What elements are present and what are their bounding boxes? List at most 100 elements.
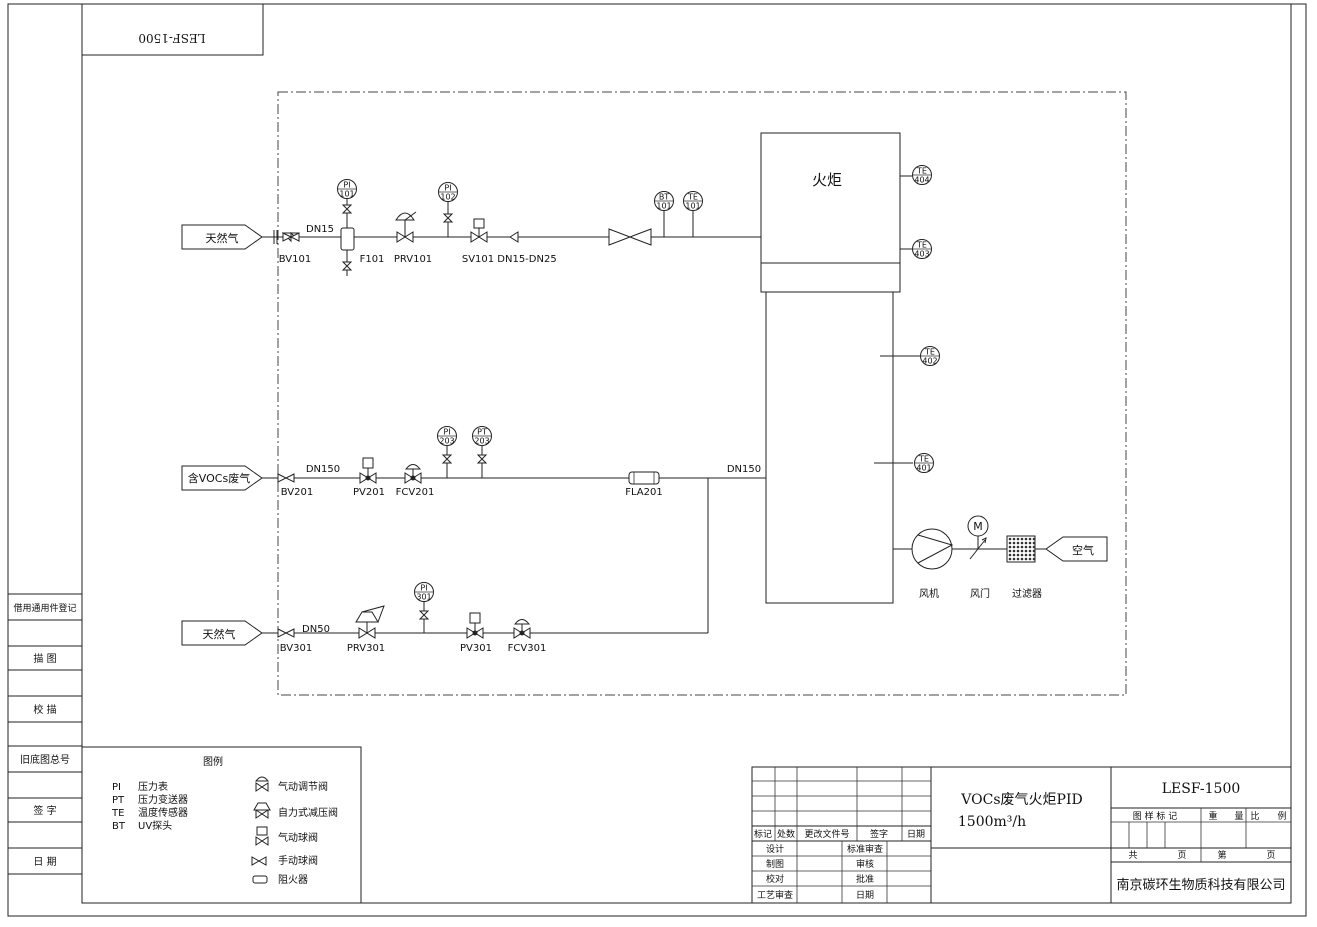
title-line2: 1500m³/h [958, 814, 1026, 830]
tb-standard-review: 标准审查 [847, 843, 883, 855]
damper-label: 风门 [970, 587, 990, 600]
tag-sv101: SV101 [462, 254, 494, 265]
instrument-number: 402 [922, 357, 937, 366]
instrument-number: 401 [916, 464, 931, 473]
svg-text:空气: 空气 [1072, 543, 1094, 557]
meta-scale-1: 比 [1250, 810, 1259, 822]
legend-sym-1: 气动调节阀 [278, 780, 328, 793]
flange-bv101 [273, 230, 278, 244]
tag-prv301: PRV301 [347, 643, 385, 654]
instrument-number: 203 [439, 437, 454, 446]
meta-weight-2: 量 [1234, 811, 1243, 822]
sheet-total-unit: 页 [1177, 850, 1186, 861]
tag-f101: F101 [360, 254, 385, 265]
valve-pv301 [466, 612, 484, 639]
tag-bv301: BV301 [280, 643, 312, 654]
legend-box [81, 746, 362, 904]
left-label-row5: 签 字 [33, 804, 56, 817]
instrument-number: 102 [440, 193, 455, 202]
instrument-taps-line1 [341, 198, 694, 237]
valve-prv101 [395, 211, 417, 243]
pipe-size-reducer: DN15-DN25 [497, 254, 556, 265]
legend-code: BT [112, 821, 126, 832]
source-vocs-gas: 含VOCs废气 [181, 465, 263, 491]
damper-symbol [967, 515, 989, 560]
legend-title: 图例 [203, 755, 223, 768]
legend-symbols [251, 776, 271, 884]
sheet-no-unit: 页 [1266, 850, 1275, 861]
pipe-size-dn150-header: DN150 [727, 464, 761, 475]
valve-prv301 [355, 605, 385, 639]
meta-weight-1: 重 [1208, 810, 1217, 822]
tag-fcv301: FCV301 [508, 643, 547, 654]
rev-header-mark: 标记 [754, 828, 772, 840]
left-label-row4: 旧底图总号 [20, 753, 70, 766]
valve-fcv301 [513, 619, 531, 639]
pipe-size-dn15: DN15 [306, 224, 334, 235]
legend-code: PI [112, 782, 121, 793]
left-side-column [8, 593, 82, 875]
te-stems [874, 175, 921, 464]
rev-header-docno: 更改文件号 [804, 828, 849, 840]
tag-fla201: FLA201 [625, 487, 662, 498]
venturi-mixer [608, 228, 652, 246]
drawing-frame [7, 3, 1307, 917]
reducer-dn15-dn25 [509, 231, 519, 243]
instrument-number: 301 [416, 593, 431, 602]
svg-text:天然气: 天然气 [206, 231, 239, 245]
tag-pv301: PV301 [460, 643, 492, 654]
meta-drawing-mark: 图 样 标 记 [1133, 810, 1178, 822]
valve-bv101 [281, 231, 300, 243]
motor-label: M [973, 520, 983, 533]
instrument-taps-line3 [418, 601, 430, 633]
instrument-type: PI [343, 181, 350, 190]
instrument-taps-line2 [441, 446, 488, 478]
tb-date: 日期 [856, 890, 874, 901]
instrument-number: 101 [685, 202, 700, 211]
instrument-number: 404 [914, 176, 929, 185]
svg-text:天然气: 天然气 [203, 627, 236, 641]
legend-desc: 压力表 [138, 780, 168, 793]
package-boundary [277, 91, 1127, 696]
instrument-type: PI [443, 428, 450, 437]
tb-drafting: 制图 [766, 858, 784, 870]
source-natural-gas-top: 天然气 [181, 224, 263, 250]
legend-desc: 压力变送器 [138, 793, 188, 806]
fan-symbol [911, 528, 954, 570]
valve-sv101 [470, 218, 488, 243]
instrument-number: 403 [914, 250, 929, 259]
left-label-row6: 日 期 [33, 856, 56, 868]
tag-bv101: BV101 [279, 254, 311, 265]
sheet-no-label: 第 [1217, 849, 1226, 861]
tb-approve: 批准 [856, 873, 874, 885]
sheet-total-label: 共 [1128, 850, 1137, 861]
drawing-code-mirrored: LESF-1500 [138, 31, 205, 45]
instrument-type: TE [916, 167, 927, 176]
company-name: 南京碳环生物质科技有限公司 [1116, 877, 1285, 893]
instrument-type: TE [916, 241, 927, 250]
instrument-number: 203 [474, 437, 489, 446]
flame-arrester-fla201 [628, 471, 660, 485]
rev-header-sign: 签字 [870, 828, 888, 840]
pipe-size-dn50: DN50 [302, 624, 330, 635]
instrument-type: TE [924, 348, 935, 357]
legend-sym-2: 自力式减压阀 [278, 806, 338, 819]
torch-label: 火炬 [812, 171, 842, 189]
instrument-type: BT [659, 193, 669, 202]
source-air: 空气 [1045, 536, 1108, 562]
valve-bv201 [277, 473, 295, 483]
valve-pv201 [359, 457, 377, 484]
